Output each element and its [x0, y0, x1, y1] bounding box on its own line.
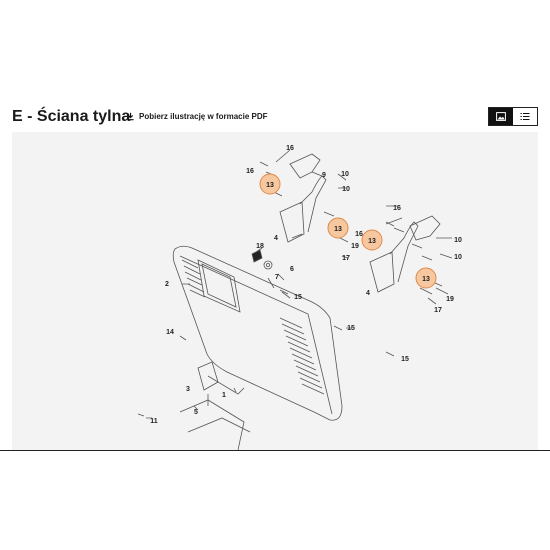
label-9[interactable]: 9 [322, 172, 326, 179]
label-15-b[interactable]: 15 [347, 325, 355, 332]
section-header: E - Ściana tylna Pobierz ilustrację w fo… [12, 106, 538, 130]
image-view-button[interactable] [489, 108, 513, 125]
callout-13-c[interactable] [361, 229, 383, 251]
label-15-c[interactable]: 15 [401, 356, 409, 363]
label-11[interactable]: 11 [150, 418, 158, 425]
label-17-b[interactable]: 17 [434, 307, 442, 314]
callout-13-d[interactable] [415, 267, 437, 289]
label-14[interactable]: 14 [166, 329, 174, 336]
exploded-view-drawing: 16 16 9 10 10 13 4 13 16 16 10 10 18 13 … [137, 145, 462, 450]
label-19-b[interactable]: 19 [446, 296, 454, 303]
label-10-d[interactable]: 10 [454, 254, 462, 261]
download-pdf-label: Pobierz ilustrację w formacie PDF [139, 112, 268, 121]
label-16-b[interactable]: 16 [246, 168, 254, 175]
label-2[interactable]: 2 [165, 281, 169, 288]
label-13-a[interactable]: 13 [266, 182, 274, 189]
highlighted-callouts [259, 173, 437, 289]
label-7[interactable]: 7 [275, 274, 279, 281]
label-13-b[interactable]: 13 [334, 226, 342, 233]
label-6[interactable]: 6 [290, 266, 294, 273]
label-3[interactable]: 3 [186, 386, 190, 393]
list-icon [520, 112, 530, 121]
label-15-a[interactable]: 15 [294, 294, 302, 301]
label-10-c[interactable]: 10 [454, 237, 462, 244]
label-13-d[interactable]: 13 [422, 276, 430, 283]
label-5[interactable]: 5 [194, 409, 198, 416]
label-18[interactable]: 18 [256, 243, 264, 250]
image-icon [496, 112, 506, 121]
label-4-b[interactable]: 4 [366, 290, 370, 297]
download-icon [127, 112, 134, 121]
label-16-d[interactable]: 16 [355, 231, 363, 238]
label-1[interactable]: 1 [222, 392, 226, 399]
download-pdf-link[interactable]: Pobierz ilustrację w formacie PDF [126, 112, 267, 121]
parts-diagram: 16 16 9 10 10 13 4 13 16 16 10 10 18 13 … [12, 132, 538, 450]
label-10-a[interactable]: 10 [341, 171, 349, 178]
bottom-divider [0, 450, 550, 451]
label-16-a[interactable]: 16 [286, 145, 294, 152]
callout-13-b[interactable] [327, 217, 349, 239]
callout-13-a[interactable] [259, 173, 281, 195]
label-13-c[interactable]: 13 [368, 238, 376, 245]
list-view-button[interactable] [513, 108, 537, 125]
label-17-a[interactable]: 17 [342, 255, 350, 262]
label-4-a[interactable]: 4 [274, 235, 278, 242]
view-toggle [488, 107, 538, 126]
label-10-b[interactable]: 10 [342, 186, 350, 193]
label-16-c[interactable]: 16 [393, 205, 401, 212]
page-title: E - Ściana tylna [12, 108, 131, 125]
label-19-a[interactable]: 19 [351, 243, 359, 250]
